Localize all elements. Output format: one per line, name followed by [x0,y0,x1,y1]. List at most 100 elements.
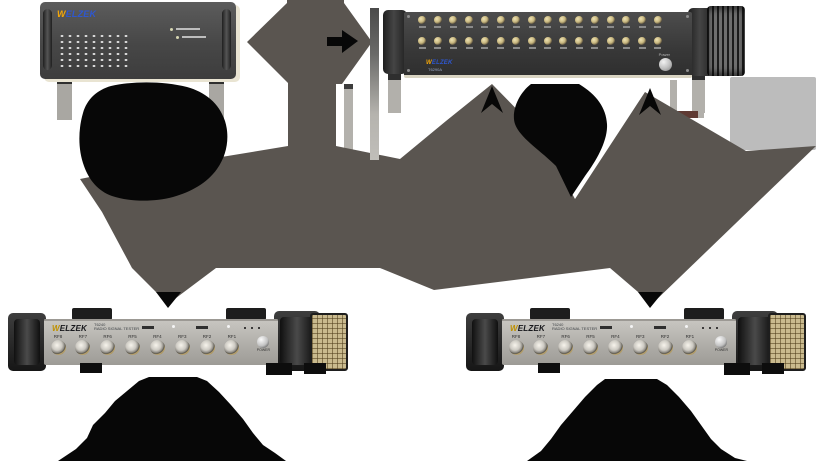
device-foot [762,363,784,374]
rf-port [542,16,554,31]
brand-logo-text: ELZEK [517,324,545,333]
port-label [449,26,457,28]
port-row [416,37,664,52]
rf-port [463,16,475,31]
port-label: RF8 [53,334,63,339]
port-label [622,47,630,49]
port-label: RF3 [635,334,645,339]
heatsink-fins [707,6,745,76]
port-label [465,26,473,28]
port-connector [465,16,474,24]
down-arrow-tip-icon [638,292,663,308]
front-panel: WELZEK T6290A Power [404,12,692,78]
port-connector [559,37,568,45]
port-label: RF5 [586,334,595,339]
port-connector [465,37,474,45]
rack-clamp [530,308,570,320]
port-label [497,26,505,28]
bnc-connector [558,340,574,355]
rf-port [573,16,585,31]
port-label: RF6 [561,334,570,339]
port-connector [590,37,599,45]
port-label [591,26,599,28]
bnc-connector [199,340,215,355]
brand-logo: WELZEK [52,324,87,333]
port-label [434,26,442,28]
bnc-connector [632,340,648,355]
port-label [575,47,583,49]
bnc-connector [75,340,91,355]
rf-port-rf5: RF5 [123,334,143,364]
brand-logo-mark: W [57,9,66,19]
port-label [528,26,536,28]
rf-port [526,37,538,52]
power-button[interactable] [659,58,672,71]
rf-port-rf4: RF4 [605,334,625,364]
port-label [559,26,567,28]
port-connector [543,16,552,24]
rf-port [432,16,444,31]
bnc-connector [533,340,549,355]
port-connector [433,37,442,45]
rf-port [589,16,601,31]
rf-port [573,37,585,52]
port-connector [638,37,647,45]
brand-logo-mark: W [426,60,432,66]
rf-port-rf2: RF2 [655,334,675,364]
end-bracket [8,313,46,371]
rf-port [620,16,632,31]
blob-shape [527,379,747,461]
rack-switch-unit: WELZEK T6290A Power [383,6,745,78]
port-connector [496,37,505,45]
port-connector [512,16,521,24]
rf-port [589,37,601,52]
port-label [607,47,615,49]
port-label [434,47,442,49]
end-bracket [466,313,504,371]
device-foot [266,363,292,375]
blob-shape [79,82,228,201]
port-label [607,26,615,28]
port-label [481,26,489,28]
port-connector [653,16,662,24]
brand-logo-mark: W [52,324,60,333]
rf-port [526,16,538,31]
port-label [559,47,567,49]
rf-port [620,37,632,52]
bnc-connector [682,340,698,355]
rf-port-rf2: RF2 [197,334,217,364]
power-button[interactable] [715,336,728,348]
port-label [512,47,520,49]
device-foot [304,363,326,374]
port-label [465,47,473,49]
rf-port-rf6: RF6 [98,334,118,364]
brand-logo-text: ELZEK [59,324,87,333]
port-connector [433,16,442,24]
arrow-field [80,84,816,304]
rf-port [416,37,428,52]
rf-port [447,16,459,31]
port-label: RF4 [153,334,162,339]
port-label [544,47,552,49]
rf-port [479,37,491,52]
port-connector [418,16,426,24]
port-connector [449,37,458,45]
port-connector [590,16,599,24]
status-indicator [170,28,204,31]
bnc-connector [125,340,141,355]
port-label: RF2 [202,334,212,339]
port-label: RF3 [177,334,187,339]
power-button[interactable] [257,336,270,348]
bnc-connector [607,340,623,355]
port-label: RF1 [685,334,695,339]
bnc-connector [583,340,599,355]
port-connector [512,37,521,45]
rack-ear [383,10,407,74]
rack-clamp [72,308,112,320]
rf-port [416,16,428,31]
brand-logo: WELZEK [57,9,96,19]
device-foot [538,363,560,373]
